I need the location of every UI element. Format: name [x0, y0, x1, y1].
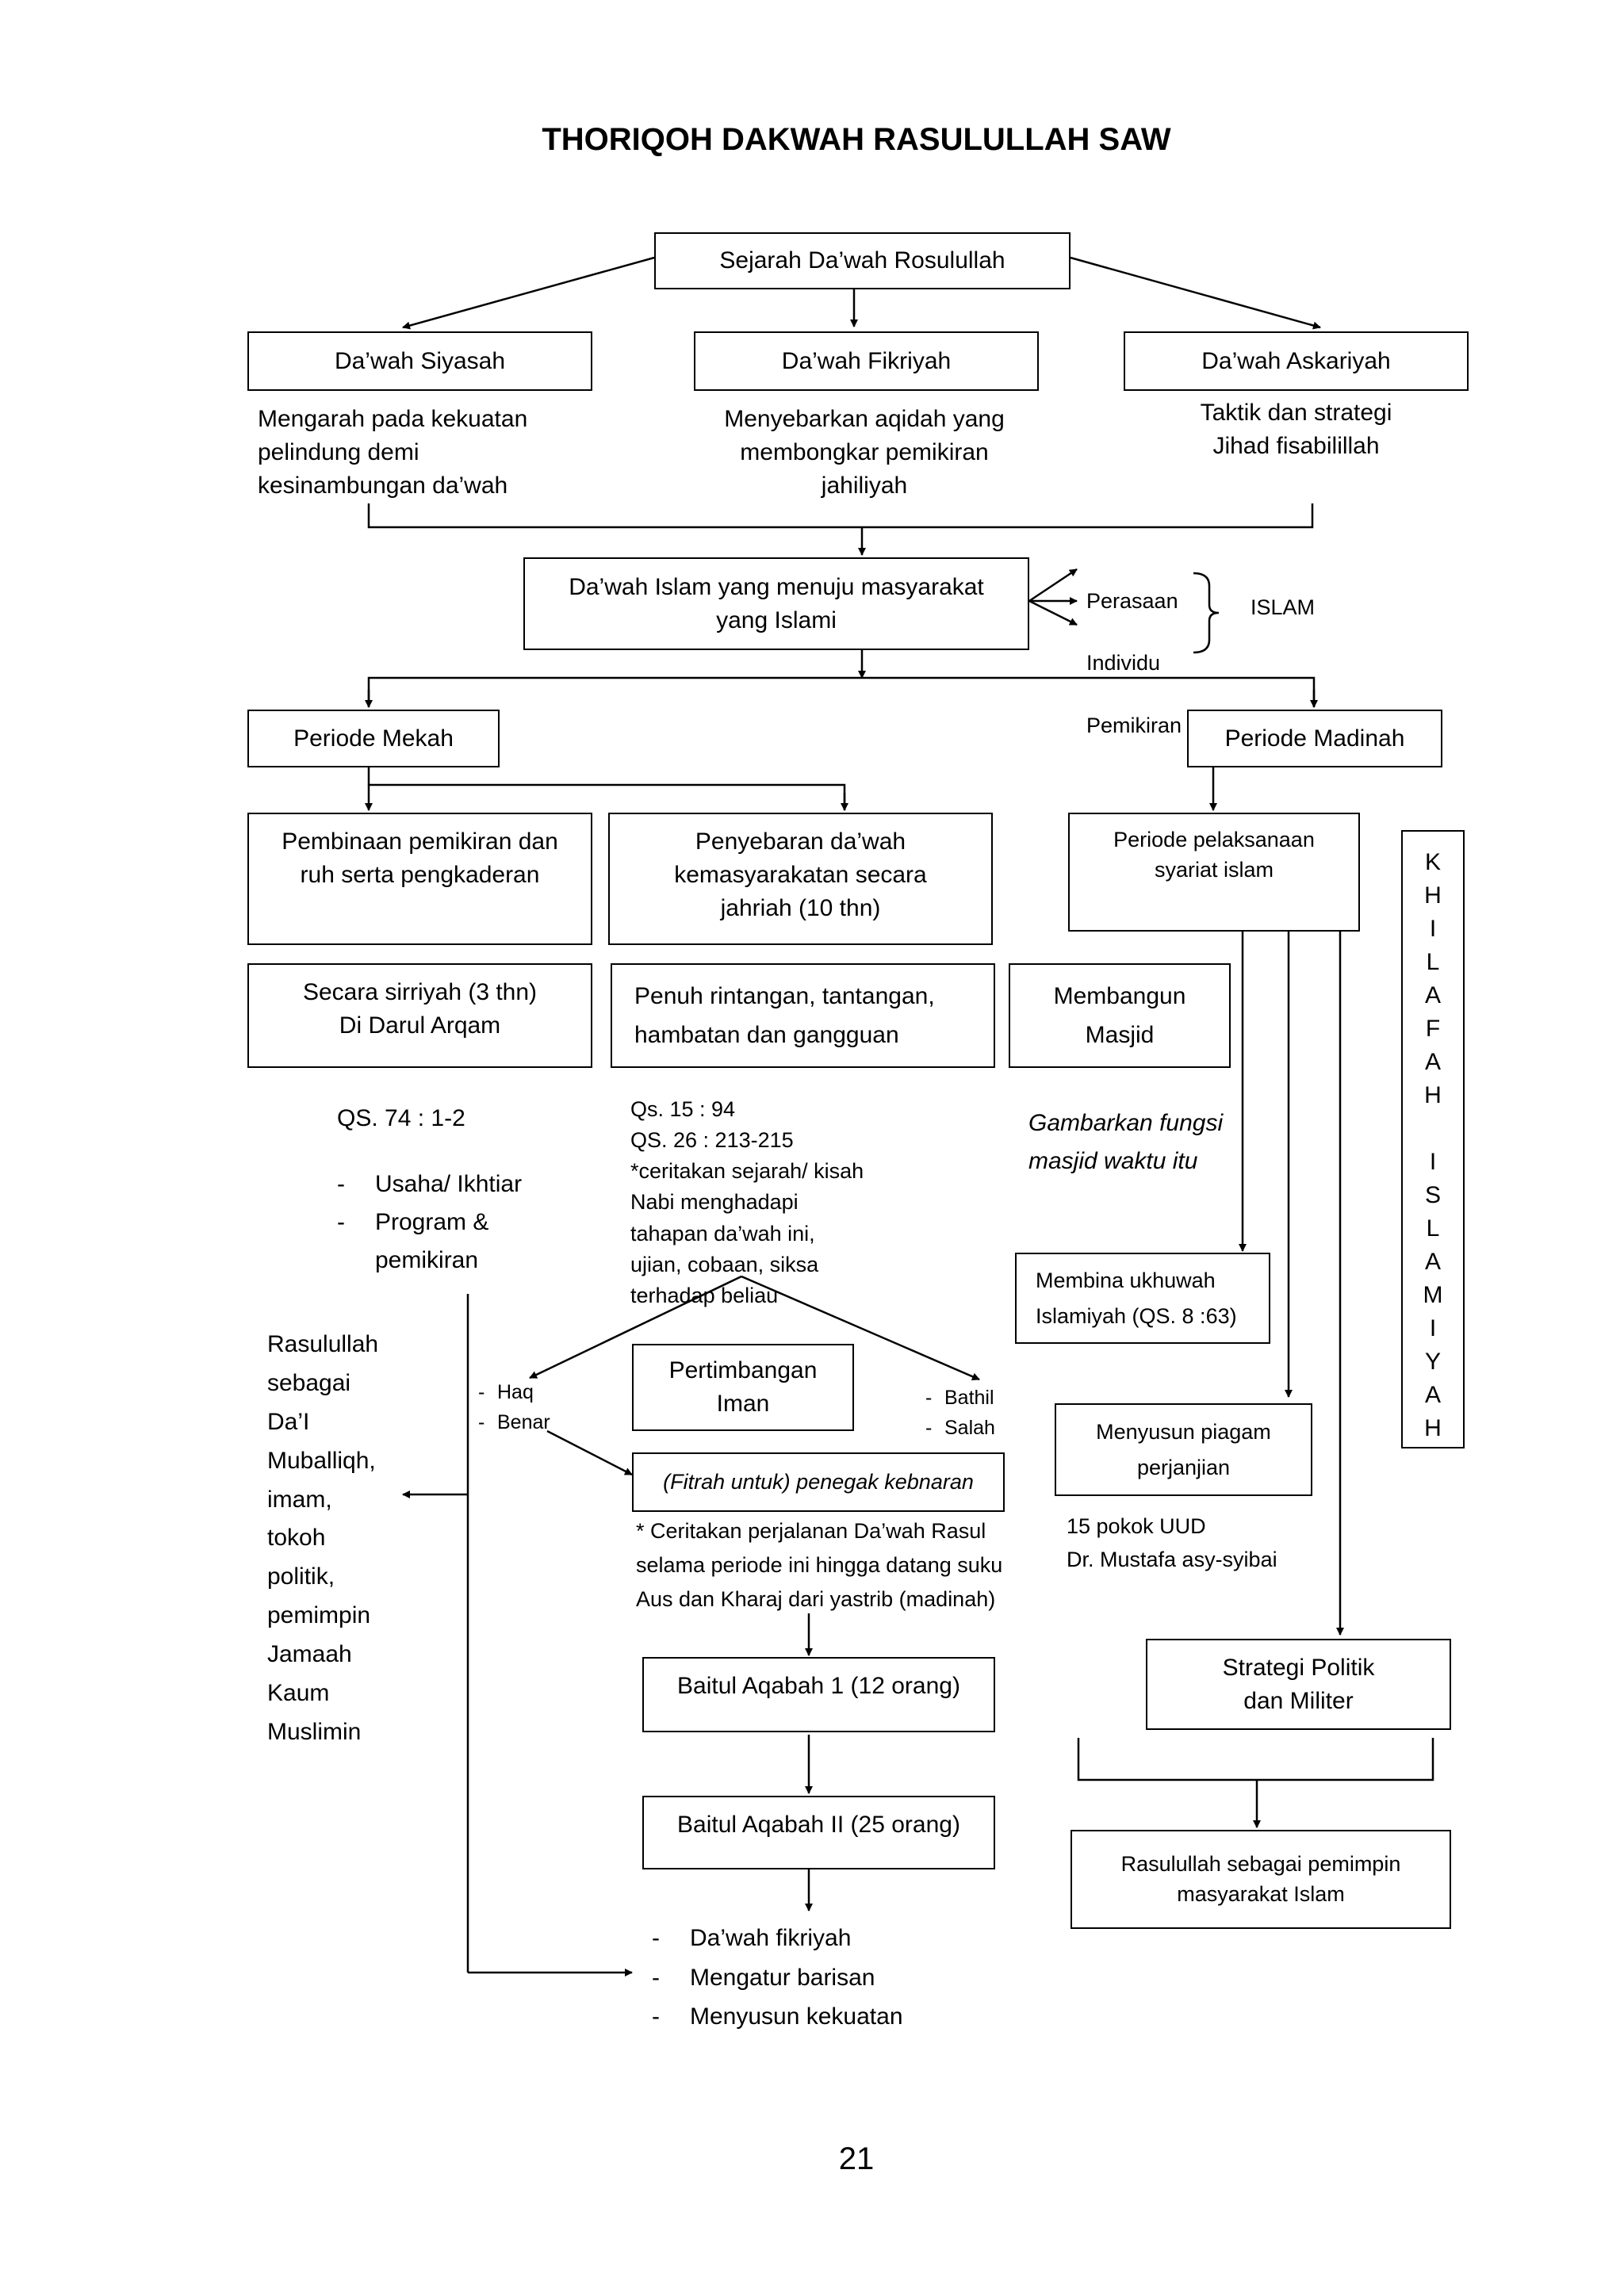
sirriyah-points: Usaha/ Ikhtiar Program & pemikiran	[337, 1165, 522, 1280]
list-item: Mengatur barisan	[652, 1958, 903, 1998]
qs-sirriyah: QS. 74 : 1-2	[337, 1105, 465, 1131]
list-item: Salah	[925, 1414, 995, 1444]
siyasah-desc: Mengarah pada kekuatan pelindung demi ke…	[258, 406, 528, 499]
siyasah-box: Da’wah Siyasah	[247, 331, 592, 391]
aqabah2-box: Baitul Aqabah II (25 orang)	[642, 1796, 995, 1869]
list-item: Benar	[478, 1408, 550, 1438]
aqabah1-box: Baitul Aqabah 1 (12 orang)	[642, 1657, 995, 1732]
mekah-box: Periode Mekah	[247, 710, 500, 767]
pembinaan-box: Pembinaan pemikiran dan ruh serta pengka…	[247, 813, 592, 945]
rasulullah-roles: Rasulullah sebagai Da’I Muballiqh, imam,…	[267, 1331, 379, 1745]
list-item: Menyusun kekuatan	[652, 1997, 903, 2037]
haq-points: Haq Benar	[478, 1378, 550, 1437]
aspect-pemikiran: Pemikiran	[1086, 713, 1182, 737]
strategi-box: Strategi Politik dan Militer	[1146, 1639, 1451, 1730]
askariyah-box: Da’wah Askariyah	[1124, 331, 1469, 391]
root-box: Sejarah Da’wah Rosulullah	[654, 232, 1071, 289]
arrow-root-siyasah	[402, 256, 655, 330]
aspects-label: ISLAM	[1251, 595, 1316, 619]
list-item: Program & pemikiran	[337, 1203, 522, 1280]
askariyah-desc: Taktik dan strategi Jihad fisabilillah	[1200, 400, 1392, 459]
qs-jahriah-notes: Qs. 15 : 94 QS. 26 : 213-215 *ceritakan …	[630, 1097, 864, 1307]
list-item: Usaha/ Ikhtiar	[337, 1165, 522, 1203]
pemimpin-box: Rasulullah sebagai pemimpin masyarakat I…	[1071, 1830, 1451, 1929]
masjid-box: Membangun Masjid	[1009, 963, 1231, 1068]
arrow-root-askariyah	[1070, 256, 1321, 330]
masjid-note: Gambarkan fungsi masjid waktu itu	[1028, 1110, 1224, 1174]
bathil-points: Bathil Salah	[925, 1383, 995, 1443]
goal-box: Da’wah Islam yang menuju masyarakat yang…	[523, 557, 1029, 650]
ukhuwah-box: Membina ukhuwah Islamiyah (QS. 8 :63)	[1015, 1253, 1270, 1344]
list-item: Da’wah fikriyah	[652, 1919, 903, 1958]
brace	[1193, 572, 1220, 654]
ceritakan-note: * Ceritakan perjalanan Da’wah Rasul sela…	[636, 1519, 1003, 1612]
aspect-individu: Individu	[1086, 651, 1161, 675]
pelaksanaan-box: Periode pelaksanaan syariat islam	[1068, 813, 1360, 932]
uud-note: 15 pokok UUD Dr. Mustafa asy-syibai	[1067, 1514, 1277, 1571]
fikriyah-box: Da’wah Fikriyah	[694, 331, 1039, 391]
rintangan-box: Penuh rintangan, tantangan, hambatan dan…	[611, 963, 995, 1068]
pertimbangan-box: Pertimbangan Iman	[632, 1344, 854, 1431]
fitrah-box: (Fitrah untuk) penegak kebnaran	[632, 1452, 1005, 1512]
fikriyah-desc: Menyebarkan aqidah yang membongkar pemik…	[724, 406, 1005, 499]
penyebaran-box: Penyebaran da’wah kemasyarakatan secara …	[608, 813, 993, 945]
piagam-box: Menyusun piagam perjanjian	[1055, 1403, 1312, 1496]
list-item: Bathil	[925, 1383, 995, 1414]
madinah-box: Periode Madinah	[1187, 710, 1442, 767]
sirriyah-box: Secara sirriyah (3 thn) Di Darul Arqam	[247, 963, 592, 1068]
page-title: THORIQOH DAKWAH RASULULLAH SAW	[542, 122, 1171, 157]
list-item: Haq	[478, 1378, 550, 1408]
merge-bracket	[367, 503, 1314, 529]
aspects-list: Perasaan Individu Pemikiran	[1086, 555, 1182, 772]
final-points: Da’wah fikriyah Mengatur barisan Menyusu…	[652, 1919, 903, 2037]
page-number: 21	[838, 2141, 875, 2176]
aspect-perasaan: Perasaan	[1086, 589, 1178, 614]
